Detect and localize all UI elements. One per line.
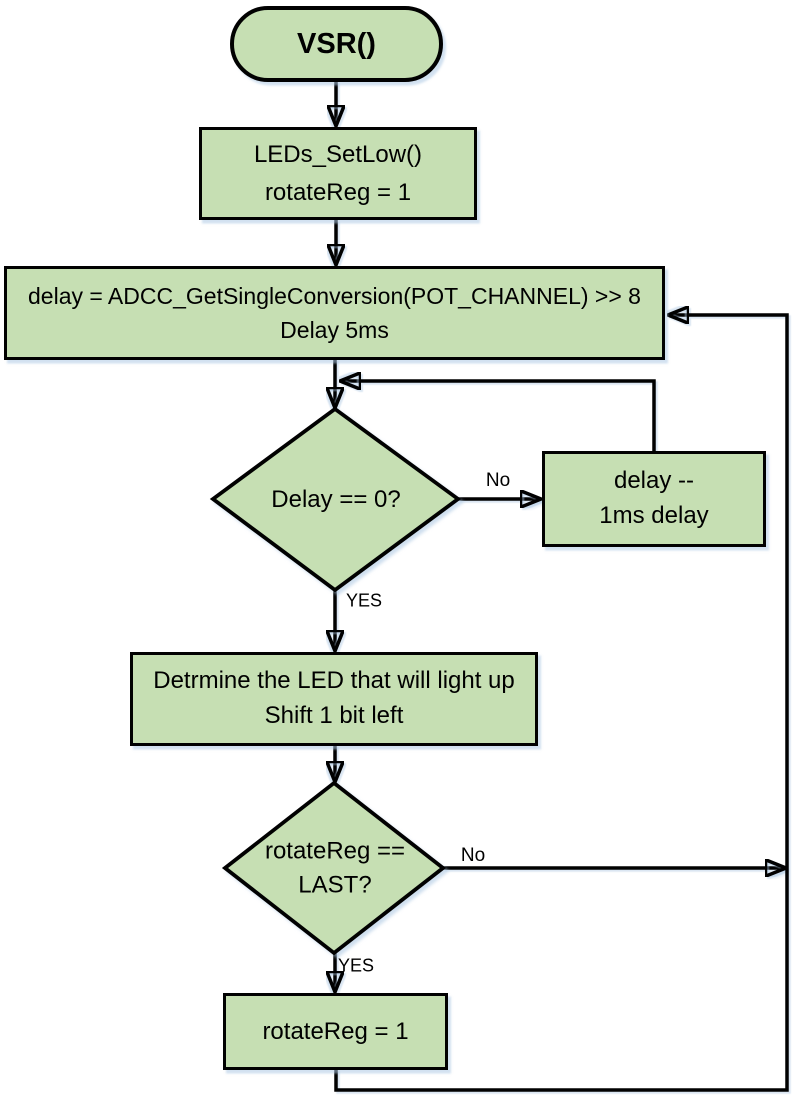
process-decrement-line1: delay -- bbox=[613, 467, 695, 495]
decision-rotate-check-label: rotateReg == LAST? bbox=[265, 834, 405, 901]
edge-label-delay-yes: YES bbox=[345, 590, 383, 611]
decision-rotate-check-shape bbox=[221, 780, 447, 956]
process-decrement-line2: 1ms delay bbox=[599, 502, 709, 529]
process-determine-line2: Shift 1 bit left bbox=[264, 702, 404, 729]
process-decrement-delay: delay -- 1ms delay bbox=[542, 451, 766, 547]
decision-delay-check-shape bbox=[209, 406, 462, 593]
start-terminal-label: VSR() bbox=[297, 27, 376, 60]
start-terminal: VSR() bbox=[230, 6, 443, 82]
process-read-adc-line1: delay = ADCC_GetSingleConversion(POT_CHA… bbox=[28, 282, 641, 309]
process-init-leds: LEDs_SetLow() rotateReg = 1 bbox=[199, 127, 477, 220]
process-reset-label: rotateReg = 1 bbox=[262, 1017, 409, 1045]
process-read-adc-line2: Delay 5ms bbox=[280, 317, 389, 343]
edge-reset-readadc bbox=[334, 315, 789, 1092]
process-determine-line1: Detrmine the LED that will light up bbox=[153, 667, 515, 695]
edge-label-delay-no: No bbox=[485, 470, 511, 491]
process-reset-rotatereg: rotateReg = 1 bbox=[223, 993, 448, 1070]
process-determine-led: Detrmine the LED that will light up Shif… bbox=[130, 652, 538, 746]
process-init-line1: LEDs_SetLow() bbox=[253, 141, 423, 169]
process-read-adc: delay = ADCC_GetSingleConversion(POT_CHA… bbox=[4, 266, 665, 360]
decision-rotate-check-line2: LAST? bbox=[298, 871, 372, 898]
decision-rotate-check-line1: rotateReg == bbox=[264, 837, 406, 865]
decision-delay-check-label: Delay == 0? bbox=[271, 486, 401, 514]
edge-label-rotate-yes: YES bbox=[337, 955, 375, 976]
edge-label-rotate-no: No bbox=[460, 845, 486, 866]
process-init-line2: rotateReg = 1 bbox=[264, 178, 412, 206]
edge-decrement-delaycheck bbox=[342, 381, 656, 452]
